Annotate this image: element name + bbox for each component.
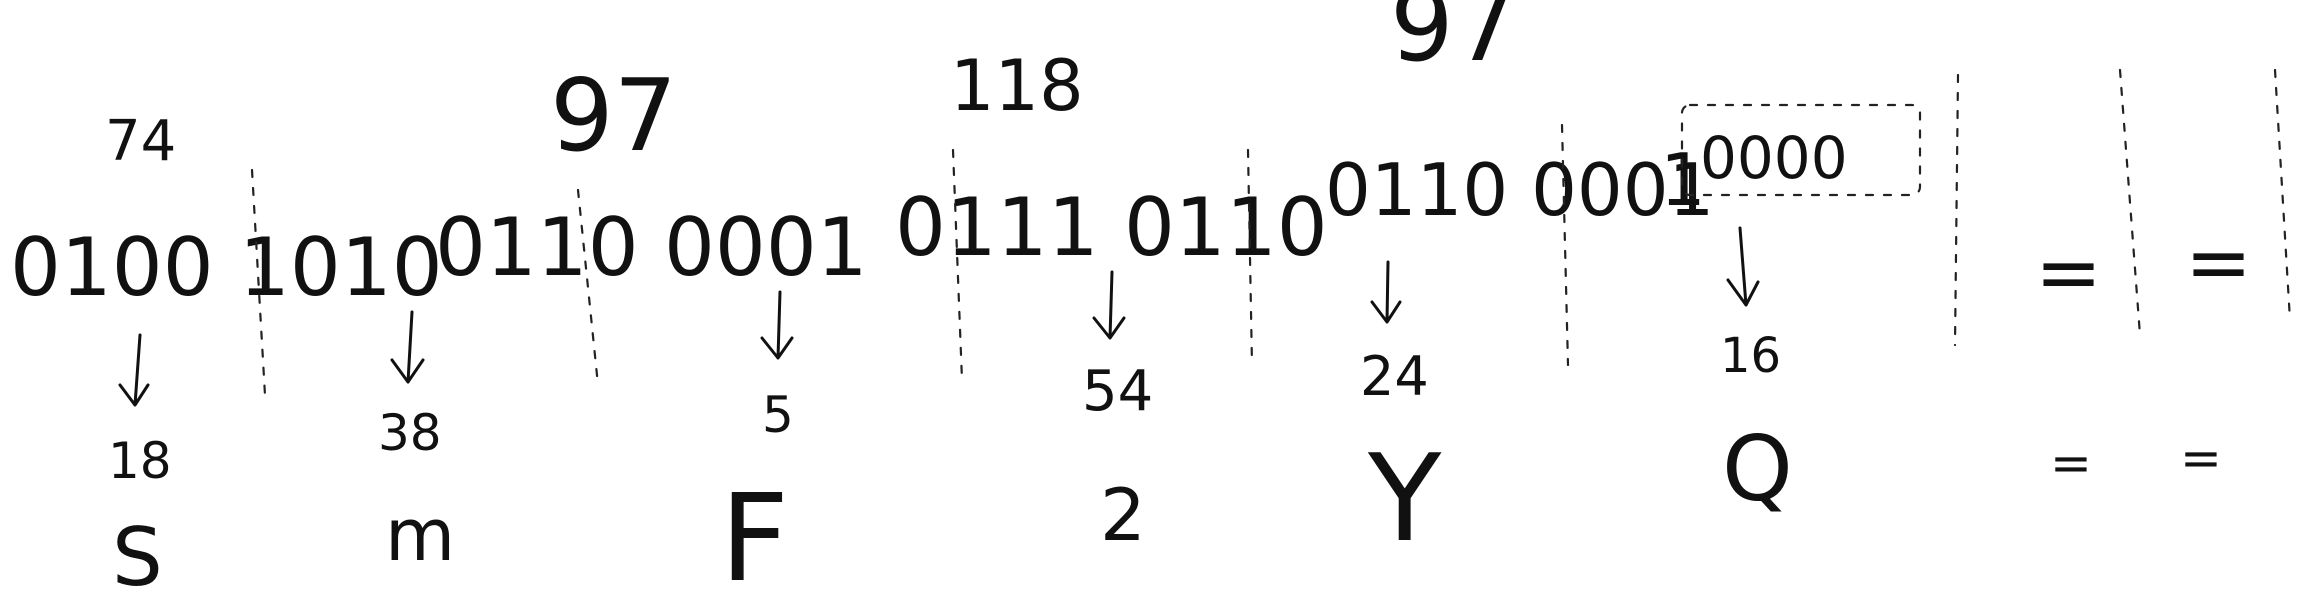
- glyph-q: Q: [1722, 417, 1793, 522]
- glyph-y: Y: [1367, 430, 1442, 569]
- binary-group-3: 0111 0110: [895, 181, 1328, 274]
- arrow-down-2: [390, 310, 425, 384]
- arrow-down-4: [1092, 270, 1126, 340]
- binary-group-2: 0110 0001: [435, 201, 868, 294]
- binary-group-1: 0100 1010: [10, 221, 443, 314]
- arrow-down-6: [1726, 226, 1760, 307]
- equals-sign-bottom-1: =: [2050, 434, 2092, 492]
- glyph-f: F: [720, 470, 789, 598]
- equals-sign-top-2: =: [2185, 216, 2252, 309]
- equals-sign-top-1: =: [2035, 226, 2102, 319]
- glyph-m: m: [385, 493, 455, 577]
- arrow-down-3: [760, 290, 794, 360]
- arrow-down-1: [118, 333, 150, 407]
- decimal-74: 74: [105, 109, 176, 174]
- separator-7: [2118, 68, 2142, 337]
- glyph-s: S: [112, 511, 163, 598]
- index-16: 16: [1720, 328, 1781, 384]
- index-54: 54: [1082, 359, 1153, 424]
- separator-4: [1246, 148, 1254, 367]
- decimal-97-b: 97: [1390, 0, 1517, 84]
- separator-5: [1560, 123, 1570, 367]
- index-38: 38: [378, 404, 442, 462]
- padding-box: [1680, 103, 1922, 197]
- arrow-down-5: [1370, 260, 1402, 324]
- separator-8: [2273, 68, 2292, 322]
- glyph-alpha: 2: [1100, 473, 1146, 557]
- binary-padding-bits: 0000: [1700, 124, 1848, 192]
- separator-2: [576, 188, 600, 387]
- decimal-97-a: 97: [550, 57, 677, 174]
- equals-sign-bottom-2: =: [2180, 429, 2222, 487]
- binary-group-4: 0110 0001: [1325, 148, 1714, 232]
- index-18: 18: [108, 432, 172, 490]
- separator-3: [951, 148, 964, 382]
- separator-1: [250, 168, 267, 397]
- index-5: 5: [762, 386, 794, 444]
- index-24: 24: [1360, 345, 1429, 408]
- separator-6: [1953, 73, 1960, 347]
- decimal-118: 118: [950, 45, 1084, 127]
